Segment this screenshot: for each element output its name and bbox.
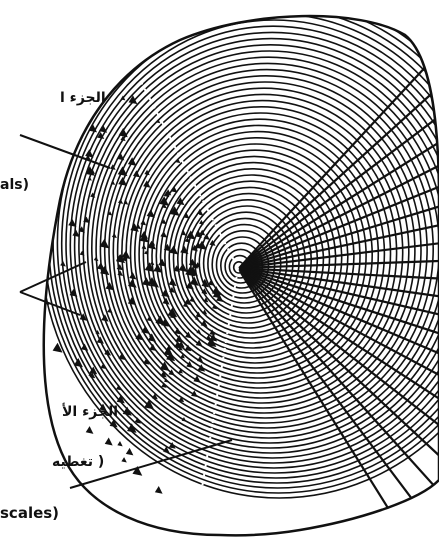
denticle-mark (117, 441, 122, 446)
denticle-marks (10, 45, 234, 494)
denticle-mark (133, 170, 140, 177)
denticle-mark (30, 270, 38, 278)
denticle-mark (32, 303, 40, 311)
denticle-mark (142, 244, 147, 249)
label-upper-part-fragment: als) (0, 178, 29, 192)
label-lower-part: الجزء الأ (62, 405, 118, 419)
denticle-mark (147, 209, 155, 217)
denticle-mark (122, 250, 131, 259)
denticle-mark (31, 206, 35, 210)
denticle-mark (97, 262, 105, 270)
denticle-mark (94, 256, 99, 261)
leader-line-upper (20, 135, 110, 168)
label-lower-part-note: ( تغطيه (52, 455, 104, 469)
denticle-mark (79, 113, 87, 121)
denticle-mark (112, 233, 117, 238)
denticle-mark (86, 426, 94, 434)
denticle-mark (60, 261, 66, 267)
denticle-mark (155, 486, 163, 494)
denticle-mark (24, 236, 34, 246)
denticle-mark (147, 316, 153, 322)
label-upper-part: الجزء ا (60, 91, 106, 105)
denticle-mark (23, 245, 31, 253)
denticle-mark (33, 269, 38, 274)
denticle-mark (10, 268, 19, 277)
denticle-mark (28, 277, 36, 285)
denticle-mark (105, 438, 113, 446)
denticle-mark (85, 149, 93, 157)
denticle-mark (111, 72, 117, 78)
denticle-mark (57, 161, 62, 166)
denticle-mark (126, 448, 134, 456)
denticle-mark (121, 457, 126, 462)
label-lower-part-fragment: scales) (0, 506, 59, 521)
denticle-mark (15, 262, 23, 270)
denticle-mark (160, 231, 167, 238)
denticle-mark (150, 261, 154, 265)
denticle-mark (19, 337, 28, 346)
denticle-mark (78, 111, 85, 118)
denticle-mark (53, 127, 57, 131)
denticle-mark (140, 220, 146, 226)
denticle-mark (107, 308, 112, 313)
denticle-mark (118, 199, 123, 204)
